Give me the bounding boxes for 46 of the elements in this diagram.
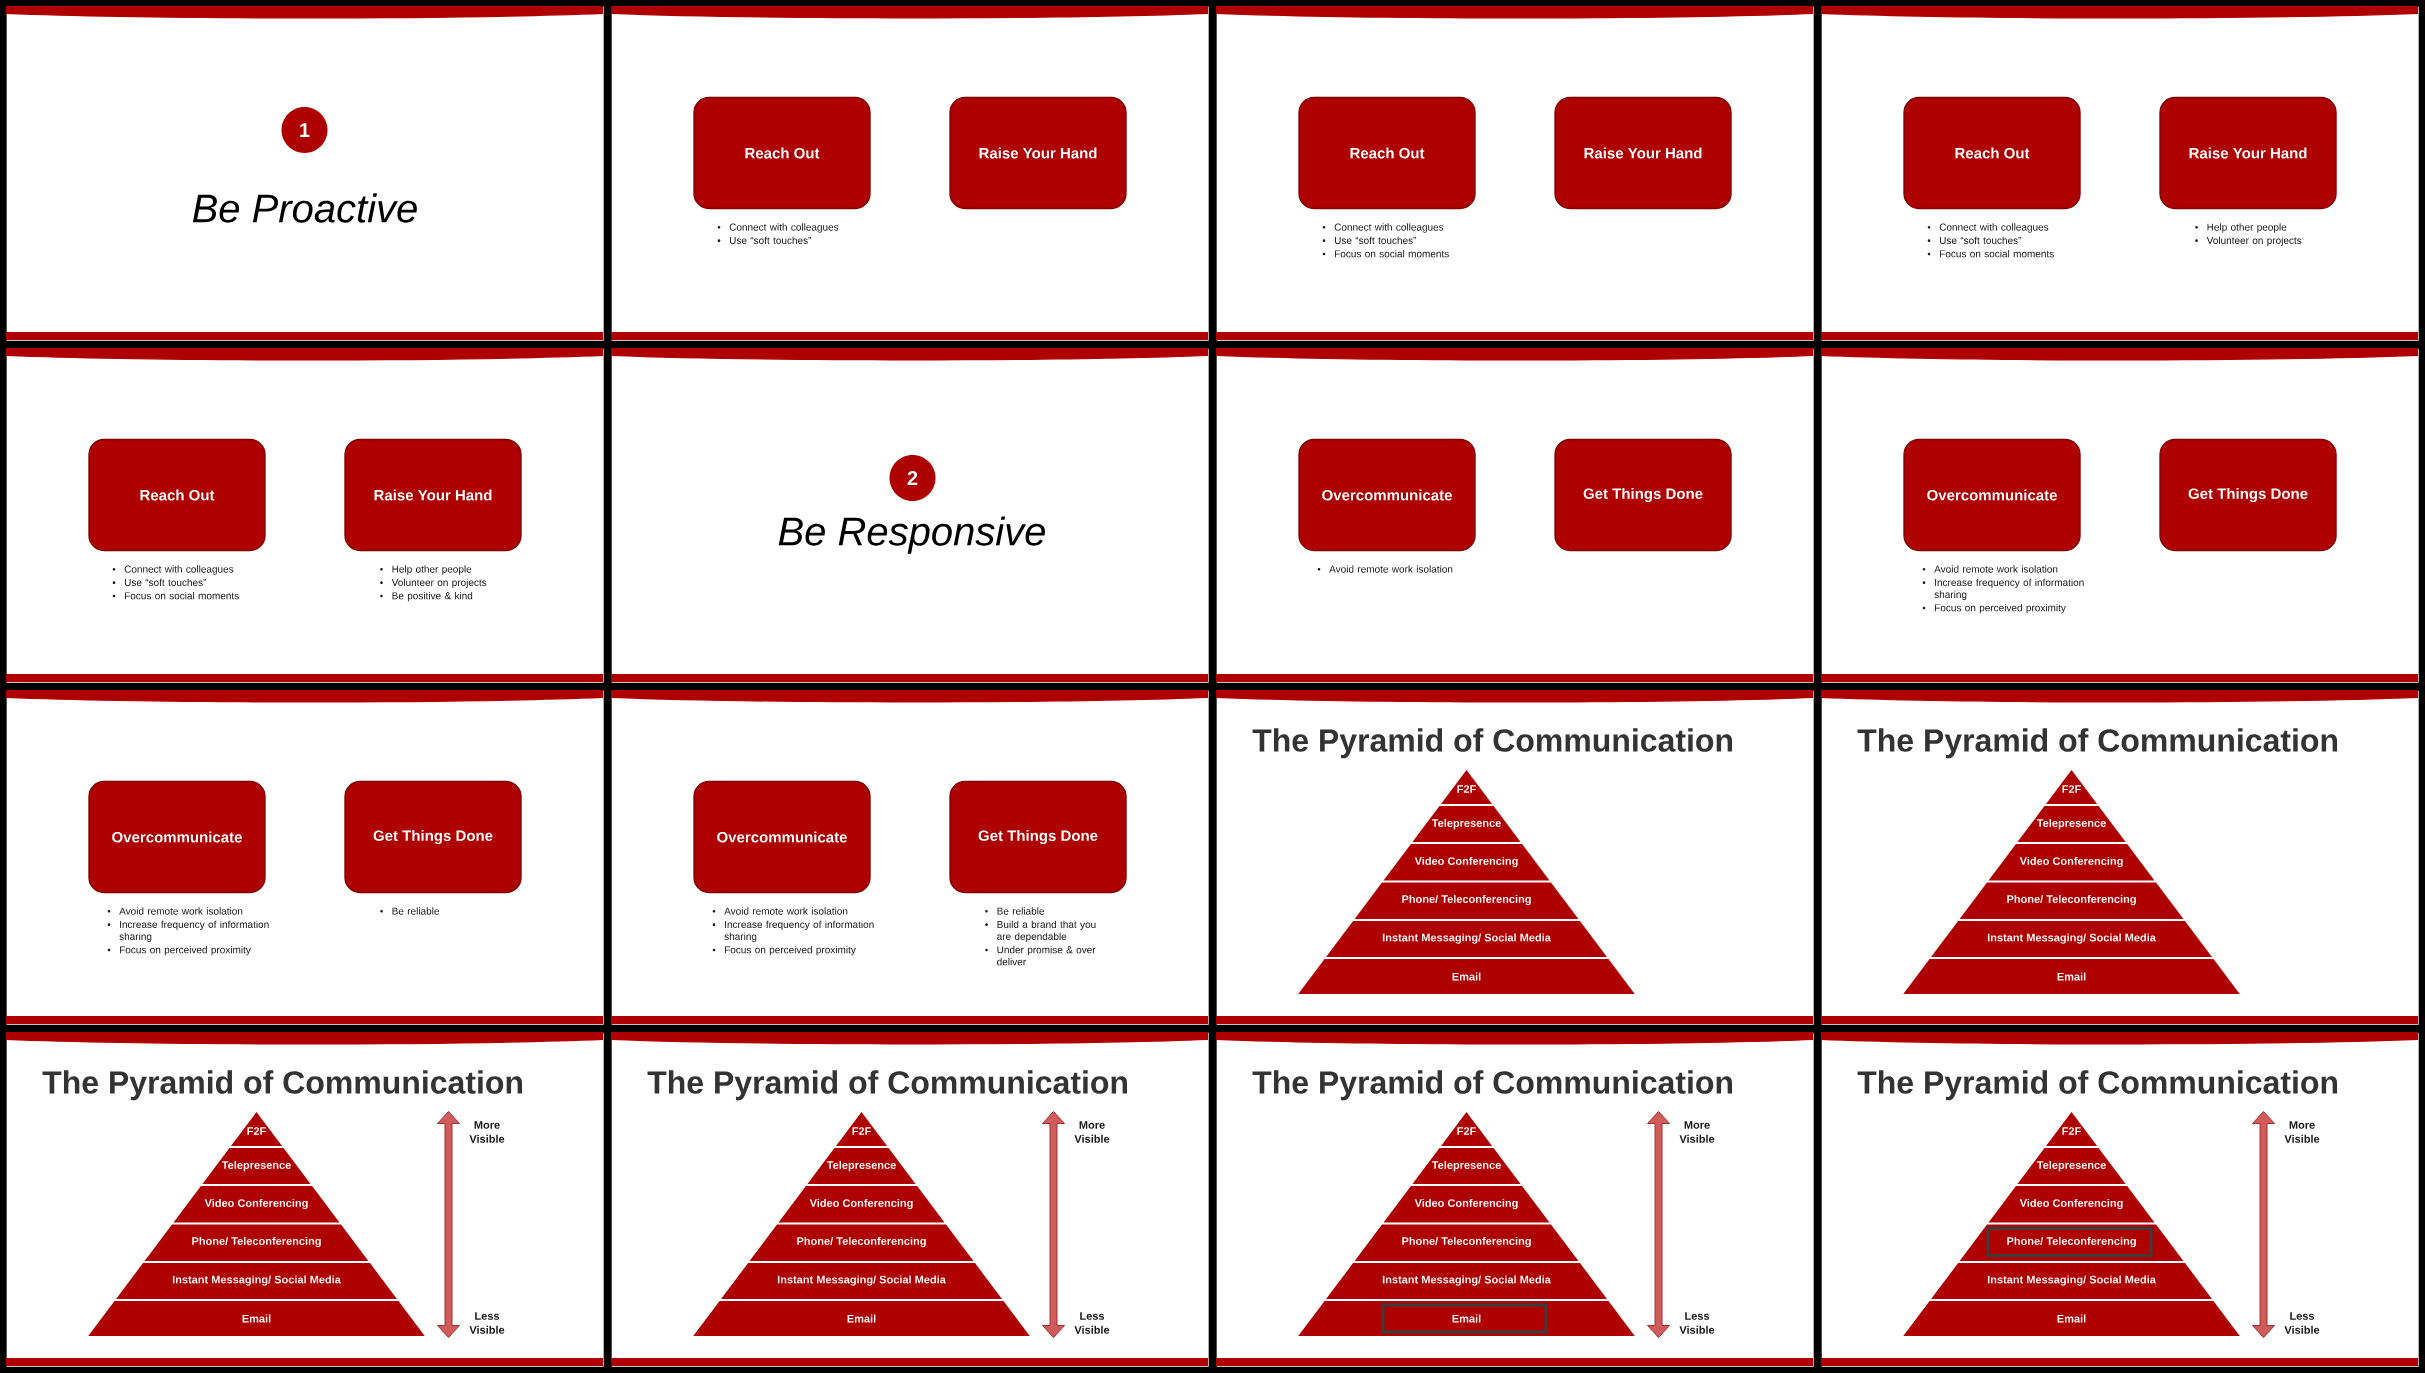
slide-title: Be Proactive [192,193,417,223]
node-label: Telepresence [2036,818,2106,830]
bullet-text: Focus on social moments [125,592,239,600]
bullet-text: Be positive & kind [392,592,473,602]
bullet-text: Be reliable [392,907,440,915]
node-label: Phone/ Teleconferencing [2007,894,2136,906]
slide-title: The Pyramid of Communication [1252,728,1732,759]
bullet-text: Use “soft touches” [729,236,812,244]
bullet-text: Build a brand that you are dependable [997,920,1096,942]
bullet-text: Increase frequency of information sharing [724,920,874,942]
node-label: F2F [2062,785,2081,793]
bullet-text: Connect with colleagues [729,223,839,233]
bullet-text: Focus on perceived proximity [1935,604,2066,614]
bullet-text: Focus on perceived proximity [725,946,856,956]
bullet-text: Volunteer on projects [391,578,487,588]
bullet-text: Avoid remote work isolation [724,907,848,915]
bullet-text: Focus on perceived proximity [120,946,251,956]
bullet-text: Help other people [2207,223,2287,233]
bullet-text: Help other people [392,565,472,575]
bullet-text: Use “soft touches” [124,578,207,586]
bullet-text: Increase frequency of information sharing [1934,578,2084,600]
bullet-text: Avoid remote work isolation [1934,565,2058,573]
bullet-text: Increase frequency of information sharing [119,920,269,942]
node-label: F2F [1457,785,1476,793]
slide-title: The Pyramid of Communication [1857,728,2338,759]
bullet-text: Use “soft touches” [1334,236,1417,244]
node-label: Video Conferencing [1414,856,1518,868]
bullet-text: Connect with colleagues [1334,223,1444,233]
bullet-text: Volunteer on projects [2206,236,2302,246]
bullet-text: Under promise & over deliver [997,946,1096,966]
bullet-text: Focus on social moments [1335,250,1449,258]
bullet-text: Connect with colleagues [1939,223,2049,233]
bullet-text: Avoid remote work isolation [119,907,243,915]
node-label: Instant Messaging/ Social Media [1987,933,2156,944]
bullet-text: Be reliable [997,907,1045,915]
bullet-text: Use “soft touches” [1940,236,2022,244]
bullet-text: Avoid remote work isolation [1329,565,1453,573]
bullet-text: Focus on social moments [1940,250,2054,258]
node-label: Email [1452,972,1481,981]
node-label: Email [2057,972,2086,981]
node-label: Video Conferencing [2019,856,2123,868]
bullet-text: Connect with colleagues [124,565,234,575]
slide-title: Be Responsive [778,516,1045,554]
node-label: Instant Messaging/ Social Media [1382,933,1551,944]
node-label: Telepresence [1431,818,1501,830]
node-label: Phone/ Teleconferencing [1402,894,1531,906]
